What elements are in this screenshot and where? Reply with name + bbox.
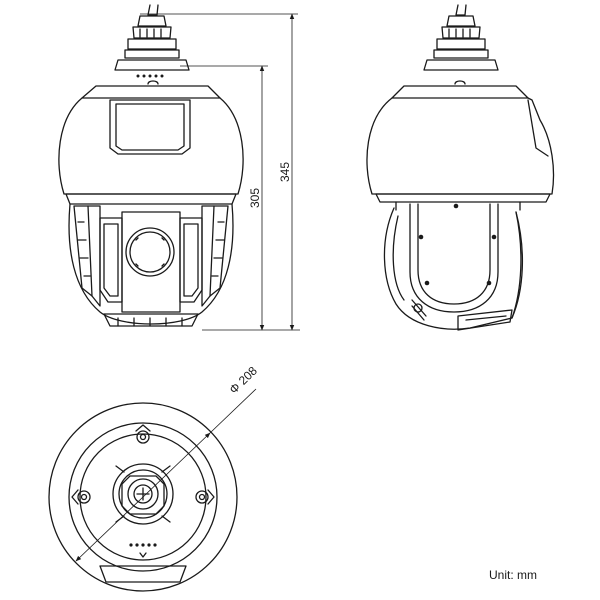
height-dimension-lines [140,13,300,331]
dimension-305-label: 305 [248,188,262,208]
front-view [58,4,244,327]
side-view [366,4,555,331]
diameter-label: Φ 208 [227,363,261,396]
front-led-dots [136,74,164,78]
bottom-led-dots [129,543,157,547]
unit-label: Unit: mm [489,568,537,582]
dimension-345-label: 345 [278,162,292,182]
diameter-dimension-line [75,388,257,562]
